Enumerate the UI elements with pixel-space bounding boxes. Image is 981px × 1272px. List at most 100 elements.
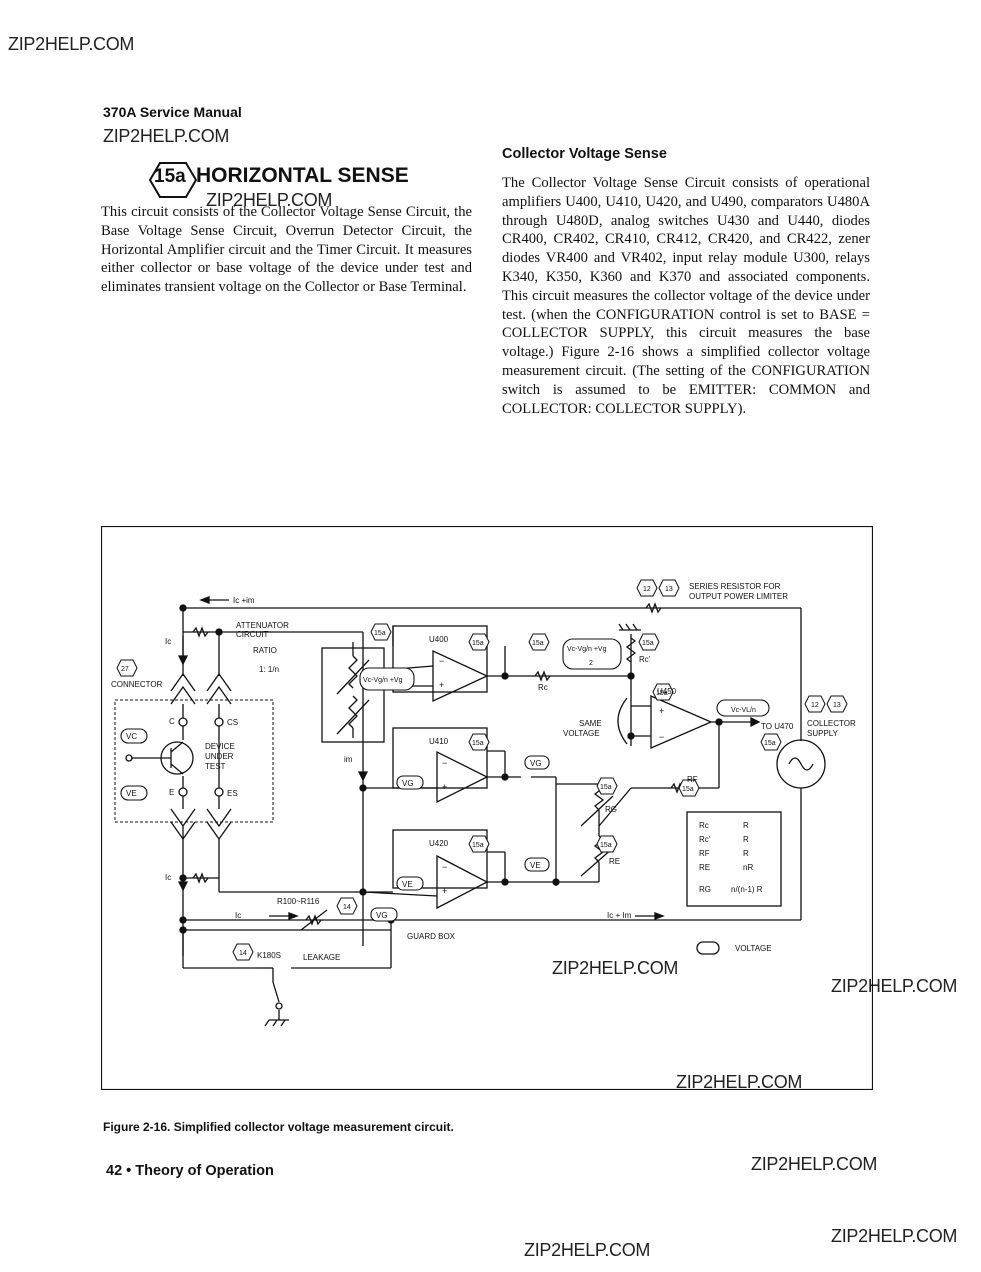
- formula-top-div: 2: [589, 660, 593, 667]
- label-minus: −: [442, 758, 447, 768]
- label-device: TEST: [205, 762, 226, 771]
- table-key: RF: [699, 849, 710, 858]
- watermark: ZIP2HELP.COM: [831, 1226, 958, 1246]
- label-u450: U450: [657, 687, 677, 696]
- table-value: R: [743, 821, 749, 830]
- watermark: ZIP2HELP.COM: [552, 958, 679, 978]
- label-collector-supply: COLLECTOR: [807, 719, 856, 728]
- watermark: ZIP2HELP.COM: [676, 1072, 803, 1092]
- table-key: Rc': [699, 835, 711, 844]
- ref-14: 14: [239, 950, 247, 957]
- label-k180s: K180S: [257, 951, 281, 960]
- ref-15a: 15a: [472, 842, 484, 849]
- ref-15a: 15a: [642, 640, 654, 647]
- badge-ve: VE: [402, 880, 413, 889]
- label-device: UNDER: [205, 752, 234, 761]
- label-ic: Ic: [165, 873, 171, 882]
- ref-15a: 15a: [656, 690, 668, 697]
- table-key: RG: [699, 885, 711, 894]
- label-c: C: [169, 717, 175, 726]
- badge-vc: VC: [126, 732, 137, 741]
- label-same-voltage: VOLTAGE: [563, 729, 600, 738]
- label-series-resistor: OUTPUT POWER LIMITER: [689, 592, 788, 601]
- watermark: ZIP2HELP.COM: [751, 1154, 878, 1174]
- label-ic-im: Ic + Im: [607, 911, 632, 920]
- ref-15a: 15a: [682, 786, 694, 793]
- label-attenuator: ATTENUATOR: [236, 621, 289, 630]
- ref-15a: 15a: [764, 740, 776, 747]
- ref-15a: 15a: [532, 640, 544, 647]
- label-voltage-legend: VOLTAGE: [735, 944, 772, 953]
- label-ratio: RATIO: [253, 646, 277, 655]
- table-key: RE: [699, 863, 710, 872]
- label-series-resistor: SERIES RESISTOR FOR: [689, 582, 781, 591]
- formula-in: Vc-Vg/n +Vg: [363, 677, 403, 684]
- label-u400: U400: [429, 635, 449, 644]
- label-u420: U420: [429, 839, 449, 848]
- label-collector-supply: SUPPLY: [807, 729, 839, 738]
- figure-caption: Figure 2-16. Simplified collector voltag…: [103, 1120, 454, 1134]
- table-value: n/(n-1) R: [731, 885, 763, 894]
- ref-13: 13: [833, 702, 841, 709]
- label-minus: −: [442, 862, 447, 872]
- label-plus: +: [659, 706, 664, 716]
- label-guard-box: GUARD BOX: [407, 932, 456, 941]
- label-ic: Ic: [235, 911, 241, 920]
- watermark: ZIP2HELP.COM: [206, 190, 333, 210]
- watermark: ZIP2HELP.COM: [103, 126, 230, 146]
- ref-15a: 15a: [472, 640, 484, 647]
- label-plus: +: [439, 680, 444, 690]
- label-minus: −: [659, 732, 664, 742]
- watermark: ZIP2HELP.COM: [524, 1240, 651, 1260]
- label-r100: R100~R116: [277, 897, 320, 906]
- ref-27: 27: [121, 666, 129, 673]
- label-rc-prime: Rc': [639, 655, 651, 664]
- label-re: RE: [609, 857, 620, 866]
- watermark: ZIP2HELP.COM: [831, 976, 958, 996]
- ref-12: 12: [643, 586, 651, 593]
- label-plus: +: [442, 886, 447, 896]
- label-e: E: [169, 788, 174, 797]
- table-value: nR: [743, 863, 753, 872]
- label-leakage: LEAKAGE: [303, 953, 340, 962]
- table-key: Rc: [699, 821, 709, 830]
- ref-15a: 15a: [600, 842, 612, 849]
- label-ic-im: Ic +im: [233, 596, 255, 605]
- subsection-title: Collector Voltage Sense: [502, 146, 667, 162]
- label-device: DEVICE: [205, 742, 235, 751]
- circuit-diagram: Ic +im Ic Ic ATTENUATOR CIRCUIT RATIO 1:…: [101, 526, 873, 1090]
- left-paragraph: This circuit consists of the Collector V…: [101, 204, 472, 296]
- section-title: HORIZONTAL SENSE: [196, 164, 409, 187]
- section-heading: 15a HORIZONTAL SENSE: [148, 160, 448, 200]
- label-es: ES: [227, 789, 238, 798]
- label-ratio-value: 1: 1/n: [259, 665, 279, 674]
- watermark: ZIP2HELP.COM: [8, 34, 135, 54]
- label-im: im: [344, 755, 353, 764]
- label-minus: −: [439, 656, 444, 666]
- manual-title: 370A Service Manual: [103, 104, 242, 120]
- page-footer: 42 • Theory of Operation: [106, 1163, 274, 1179]
- section-number: 15a: [154, 166, 186, 187]
- label-rg: RG: [605, 805, 617, 814]
- label-cs: CS: [227, 718, 238, 727]
- label-to-u470: TO U470: [761, 722, 794, 731]
- section-number-diamond-icon: [148, 162, 198, 198]
- right-paragraph: The Collector Voltage Sense Circuit cons…: [502, 175, 870, 417]
- label-connector: CONNECTOR: [111, 680, 163, 689]
- ref-12: 12: [811, 702, 819, 709]
- table-value: R: [743, 835, 749, 844]
- label-u410: U410: [429, 737, 449, 746]
- label-same-voltage: SAME: [579, 719, 602, 728]
- formula-top: Vc-Vg/n +Vg: [567, 646, 607, 653]
- badge-vg: VG: [530, 759, 542, 768]
- label-plus: +: [442, 782, 447, 792]
- label-ic: Ic: [165, 637, 171, 646]
- ref-15a: 15a: [600, 784, 612, 791]
- badge-ve: VE: [126, 789, 137, 798]
- label-rc: Rc: [538, 683, 548, 692]
- table-value: R: [743, 849, 749, 858]
- badge-ve: VE: [530, 861, 541, 870]
- label-attenuator: CIRCUIT: [236, 630, 269, 639]
- ref-15a: 15a: [472, 740, 484, 747]
- ref-13: 13: [665, 586, 673, 593]
